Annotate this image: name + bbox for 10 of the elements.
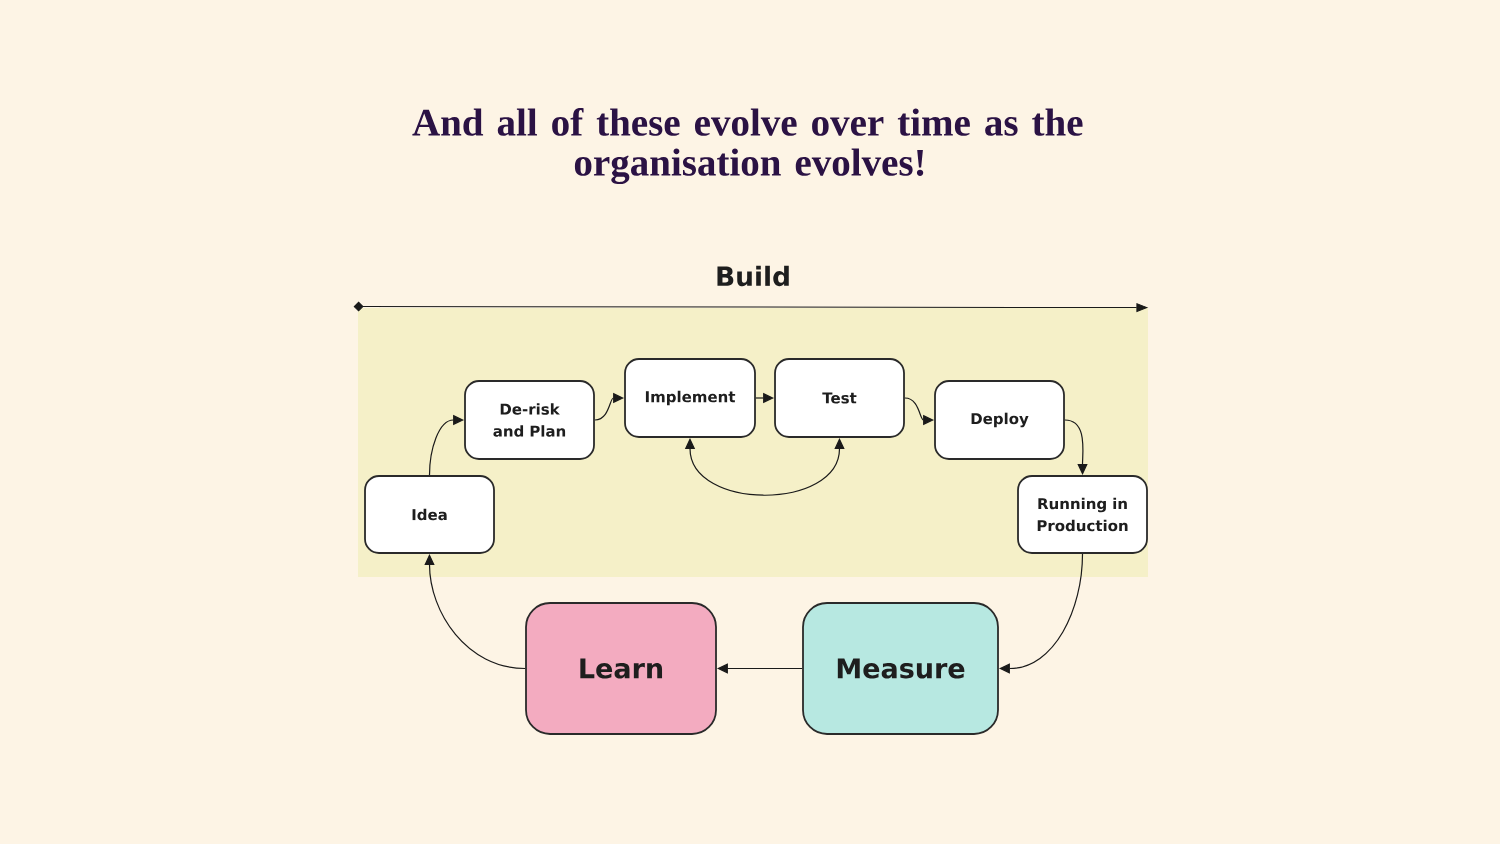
process-box: Deploy [934,380,1065,460]
process-box: Implement [624,358,756,438]
process-box: Running in Production [1017,475,1148,554]
stage-box: Learn [525,602,717,735]
process-box: De-risk and Plan [464,380,595,460]
process-box: Test [774,358,905,438]
stage-box: Measure [802,602,999,735]
title: And all of these evolve over time as the organisation evolves! [412,107,1083,184]
heading: Build [717,265,789,287]
process-box: Idea [364,475,495,554]
